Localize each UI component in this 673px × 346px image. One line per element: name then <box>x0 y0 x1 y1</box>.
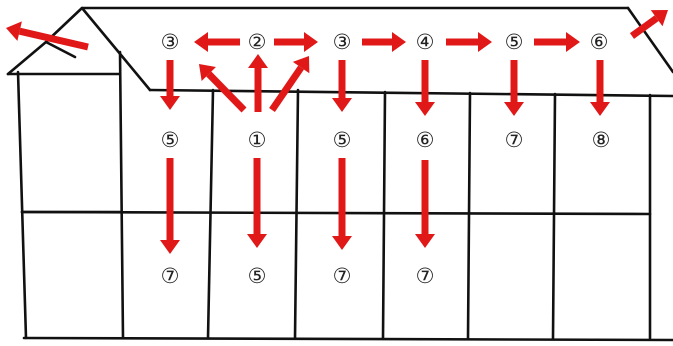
arrow-2-to-3-left-head <box>194 32 208 52</box>
arrow-1-to-2-left <box>199 64 244 110</box>
label-mid-1: ⑤ <box>161 128 180 152</box>
ground-line <box>24 338 673 340</box>
label-bot-3: ⑦ <box>333 264 352 288</box>
label-bot-2: ⑤ <box>248 264 267 288</box>
label-top-5: ⑤ <box>505 30 524 54</box>
wall-v6 <box>553 94 555 338</box>
arrow-5-down-center-head <box>332 236 352 250</box>
arrow-6-down-mid-head <box>415 234 435 248</box>
arrow-1-to-2-center-head <box>248 54 268 68</box>
arrow-6-down <box>590 60 610 116</box>
label-top-3: ③ <box>333 30 352 54</box>
arrow-1-down <box>247 158 267 248</box>
wall-v2 <box>208 90 213 338</box>
arrow-3-to-4-head <box>392 32 406 52</box>
label-mid-4: ⑥ <box>416 128 435 152</box>
roof-ridge-left <box>82 8 150 90</box>
arrow-4-to-5 <box>446 32 492 52</box>
arrow-3-to-4 <box>362 32 406 52</box>
arrow-5-down-head <box>504 102 524 116</box>
label-top-2: ② <box>248 30 267 54</box>
arrow-5-to-6-head <box>566 32 580 52</box>
arrow-3-down-left-head <box>160 96 180 110</box>
arrow-6-down-mid <box>415 160 435 248</box>
label-top-1: ③ <box>161 30 180 54</box>
arrow-5-down-left <box>160 158 180 254</box>
left-wall <box>18 72 26 338</box>
wall-v1 <box>120 52 123 338</box>
arrow-1-to-2-right <box>272 56 309 110</box>
arrow-1-to-2-center <box>248 54 268 112</box>
arrow-2-to-3-right <box>274 32 318 52</box>
label-mid-5: ⑦ <box>505 128 524 152</box>
label-mid-2: ① <box>248 128 267 152</box>
wall-v5 <box>468 93 470 338</box>
label-top-6: ⑥ <box>590 30 609 54</box>
label-mid-6: ⑧ <box>592 128 611 152</box>
arrow-3-down-center-head <box>332 98 352 112</box>
arrow-6-down-head <box>590 102 610 116</box>
arrow-4-down-head <box>415 102 435 116</box>
left-gable-roof <box>8 42 75 74</box>
arrow-5-to-6 <box>534 32 580 52</box>
arrow-exit-left-head <box>6 21 22 40</box>
arrow-4-down <box>415 60 435 116</box>
arrow-3-down-center <box>332 60 352 112</box>
label-mid-3: ⑤ <box>333 128 352 152</box>
label-bot-4: ⑦ <box>416 264 435 288</box>
arrow-1-down-head <box>247 234 267 248</box>
arrow-2-to-3-right-head <box>304 32 318 52</box>
arrow-5-down-left-head <box>160 240 180 254</box>
main-roof-right-slope <box>628 8 673 72</box>
label-bot-1: ⑦ <box>161 264 180 288</box>
wall-v4 <box>383 92 385 338</box>
label-top-4: ④ <box>416 30 435 54</box>
arrow-3-down-left <box>160 60 180 110</box>
arrow-2-to-3-left <box>194 32 240 52</box>
arrow-5-down <box>504 60 524 116</box>
arrow-5-down-center <box>332 158 352 250</box>
arrow-4-to-5-head <box>478 32 492 52</box>
